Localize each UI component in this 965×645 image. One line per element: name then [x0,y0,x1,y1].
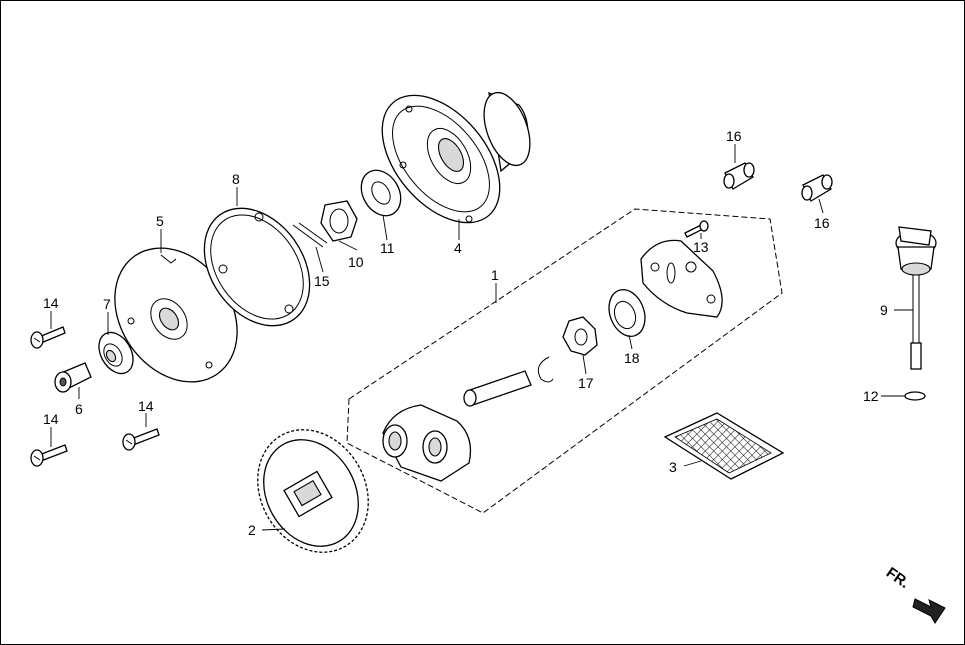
small-bolt [684,220,709,238]
callout-4: 4 [454,240,462,256]
callout-2: 2 [248,522,256,538]
callout-18: 18 [624,350,640,366]
dowel-pin-upper [723,162,755,190]
callout-14-bottom-left: 14 [43,411,59,427]
pump-body [382,370,532,482]
front-direction-arrow: FR. [883,564,946,624]
hex-nut [320,200,358,242]
dowel-pin-lower [801,174,833,202]
callout-17: 17 [578,375,594,391]
screw-14-bottom-left [30,444,68,467]
screw-14-top [30,326,66,349]
callout-3: 3 [669,459,677,475]
callout-13: 13 [693,239,709,255]
pump-cover-housing [381,91,531,224]
callout-14-bottom-right: 14 [138,398,154,414]
inner-rotor [562,316,598,356]
oil-pump-driven-gear [257,429,369,553]
callout-15: 15 [314,273,330,289]
small-drive-gear [98,331,134,375]
callout-16-upper: 16 [726,128,742,144]
o-ring [904,391,926,401]
side-cover-plate [114,247,238,383]
callout-14-top: 14 [43,295,59,311]
callout-16-lower: 16 [814,215,830,231]
callout-7: 7 [103,296,111,312]
gasket-ring [203,207,311,327]
pump-plate [640,239,723,318]
callout-11: 11 [380,240,395,256]
screw-14-bottom-right [122,428,160,451]
oil-dipstick [895,226,937,370]
callout-9: 9 [880,302,888,318]
callout-5: 5 [156,213,164,229]
leader-lines [50,144,913,531]
callout-1: 1 [491,267,499,283]
callout-10: 10 [348,254,364,270]
washer [360,169,402,217]
callout-6: 6 [75,401,83,417]
pump-assembly-outline [346,208,783,514]
oil-strainer-screen [663,412,785,480]
callout-12: 12 [863,388,879,404]
front-arrow-label: FR. [883,564,913,592]
callout-labels: 1 2 3 4 5 6 7 8 9 10 11 12 13 14 14 14 1… [43,128,888,538]
outer-rotor [608,289,646,337]
retaining-clip [292,222,328,248]
pump-shaft-pin [54,362,92,393]
snap-ring [537,356,554,383]
callout-8: 8 [232,171,240,187]
